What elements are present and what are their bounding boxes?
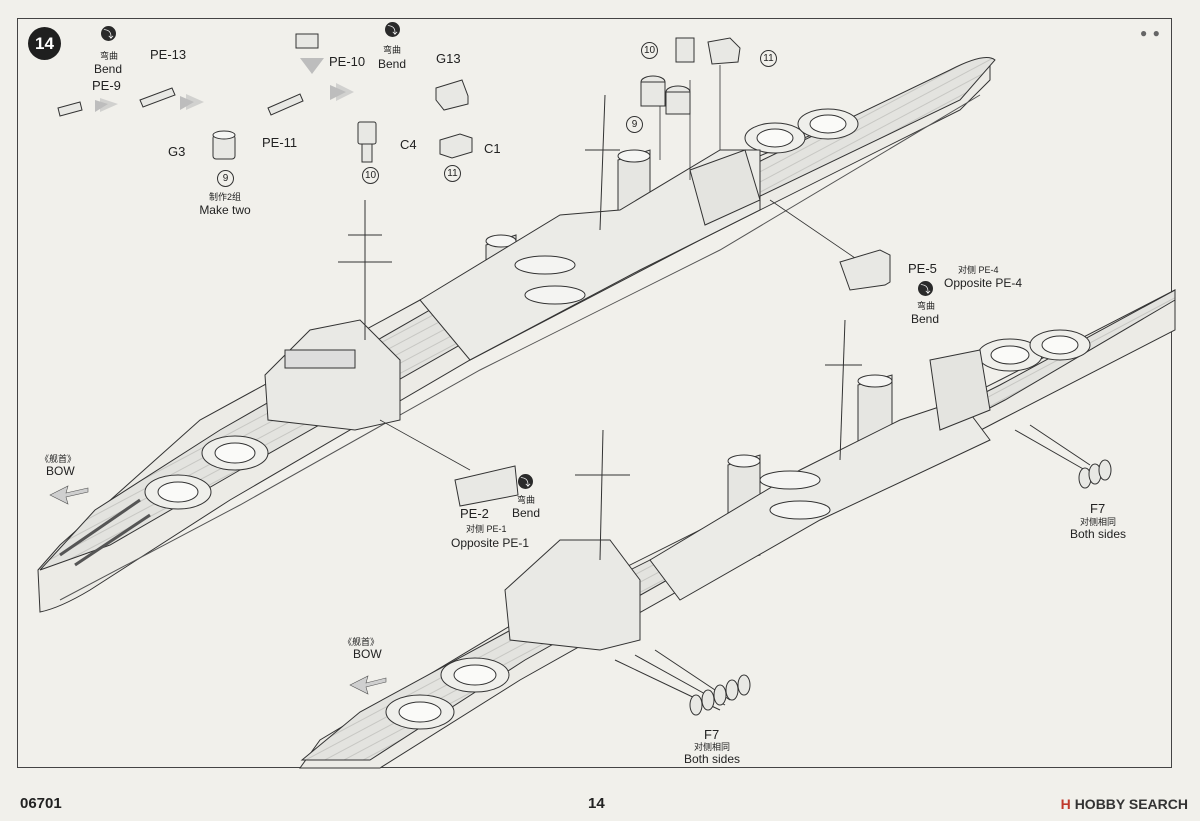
subassembly-9-marker: 9 [217, 170, 234, 187]
step-number-badge: 14 [28, 27, 61, 60]
pe13-label: PE-13 [150, 47, 187, 62]
page-number: 14 [588, 795, 605, 812]
pe9-part [57, 101, 83, 117]
pe13-part [139, 87, 176, 108]
bow-label-en: BOW [353, 647, 382, 661]
subassembly-9-callout: 9 [626, 116, 643, 133]
ship-lower-mainmast [839, 319, 846, 461]
pe10-label: PE-10 [329, 54, 366, 69]
process-arrows [49, 58, 387, 695]
pe1-opposite-label-en: Opposite PE-1 [451, 536, 530, 550]
pe1-opposite-label-cn: 对侧 PE-1 [466, 524, 507, 534]
c1-part [439, 133, 473, 159]
bend-label-en: Bend [93, 62, 123, 76]
watermark-mark: H [1060, 796, 1071, 812]
pe4-opposite-label-en: Opposite PE-4 [944, 276, 1023, 290]
bend-icon: ⤵ [918, 281, 933, 296]
subassembly-10-callout: 10 [641, 42, 658, 59]
subassembly-11-callout: 11 [760, 50, 777, 67]
kit-number: 06701 [20, 795, 62, 812]
bow-label-cn: 《舰首》 [40, 454, 77, 464]
bend-icon: ⤵ [101, 26, 116, 41]
watermark: H HOBBY SEARCH [1061, 796, 1188, 812]
ship-lower [299, 289, 1176, 769]
bend-label-en: Bend [910, 312, 940, 326]
both-sides-label-cn: 对侧相同 [1079, 517, 1116, 527]
ship-lower-bridge [504, 539, 641, 651]
bend-label-cn: 弯曲 [916, 301, 935, 311]
bend-icon: ⤵ [518, 474, 533, 489]
bend-icon: ⤵ [385, 22, 400, 37]
subassembly-10-marker: 10 [362, 167, 379, 184]
both-sides-label-en: Both sides [1069, 527, 1127, 541]
make-two-label-cn: 制作2组 [208, 192, 241, 202]
g13-label: G13 [436, 51, 461, 66]
both-sides-label-en: Both sides [683, 752, 741, 766]
ship-upper-mainmast [599, 94, 606, 231]
g3-label: G3 [168, 144, 186, 159]
bow-label-cn: 《舰首》 [343, 637, 380, 647]
pe4-opposite-label-cn: 对侧 PE-4 [958, 265, 999, 275]
pe9-label: PE-9 [92, 78, 121, 93]
subassembly-11-marker: 11 [444, 165, 461, 182]
make-two-label-en: Make two [199, 203, 251, 217]
watermark-brand: HOBBY SEARCH [1074, 796, 1188, 812]
f7-label-upper: F7 [1090, 501, 1106, 516]
bend-label-cn: 弯曲 [516, 495, 535, 505]
c4-label: C4 [400, 137, 417, 152]
bend-label-cn: 弯曲 [99, 51, 118, 61]
bow-label-en: BOW [46, 464, 75, 478]
pe11-part [267, 93, 304, 116]
pe5-label: PE-5 [908, 261, 937, 276]
ship-lower-foremast [599, 429, 604, 561]
parts-row [57, 33, 1112, 716]
g13-part [435, 79, 469, 111]
pe2-label: PE-2 [460, 506, 489, 521]
bend-label-en: Bend [377, 57, 407, 71]
f7-label-lower: F7 [704, 727, 720, 742]
pe11-label: PE-11 [262, 135, 298, 150]
pe2-part [454, 465, 519, 507]
corner-dots: ● ● [1140, 26, 1161, 40]
pe5-part [839, 249, 891, 291]
pe10-part [295, 33, 319, 49]
bend-label-cn: 弯曲 [382, 45, 401, 55]
both-sides-label-cn: 对侧相同 [693, 742, 730, 752]
ship-upper [37, 57, 996, 613]
ship-upper-bridge [264, 319, 401, 431]
sub11-part [707, 37, 741, 65]
sub10-part [675, 37, 695, 63]
c4-part [357, 121, 377, 145]
c1-label: C1 [484, 141, 501, 156]
bend-label-en: Bend [511, 506, 541, 520]
f7-part-lower [689, 694, 703, 716]
page-frame [17, 18, 1172, 768]
